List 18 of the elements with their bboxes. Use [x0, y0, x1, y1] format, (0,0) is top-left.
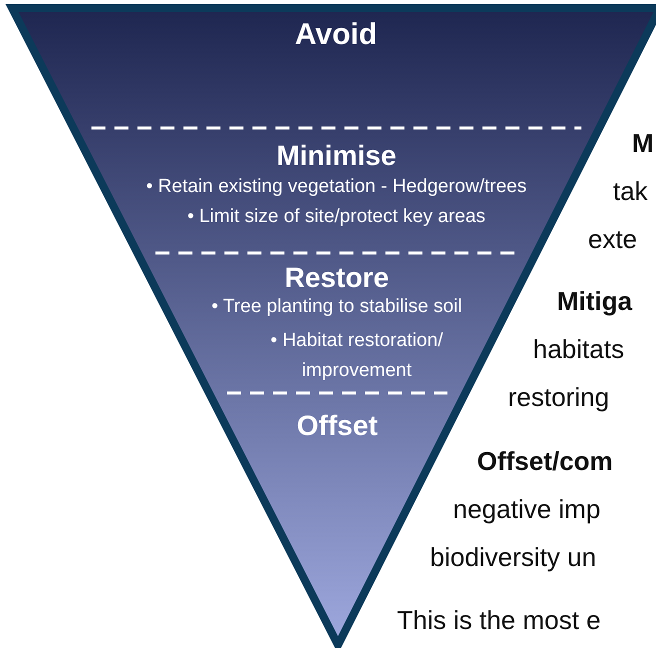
body-text: This is the most e: [397, 605, 601, 636]
body-text: negative imp: [453, 494, 600, 525]
body-text: biodiversity un: [430, 542, 596, 573]
body-text: exte: [588, 224, 638, 255]
bullet-text: • Tree planting to stabilise soil: [210, 296, 464, 318]
section-heading: Mitiga: [557, 286, 632, 317]
band-heading: Avoid: [294, 18, 378, 52]
body-text: habitats: [533, 334, 624, 365]
body-text: tak: [613, 176, 648, 207]
section-heading: M: [632, 128, 654, 159]
bullet-text: • Limit size of site/protect key areas: [186, 206, 486, 228]
body-text: restoring: [508, 382, 610, 413]
band-heading: Minimise: [275, 140, 398, 172]
bullet-text: • Retain existing vegetation - Hedgerow/trees: [145, 176, 528, 198]
band-heading: Restore: [284, 262, 390, 294]
bullet-text: • Habitat restoration/ improvement: [270, 329, 444, 383]
section-heading: Offset/com: [477, 446, 613, 477]
band-heading: Offset: [296, 410, 379, 442]
